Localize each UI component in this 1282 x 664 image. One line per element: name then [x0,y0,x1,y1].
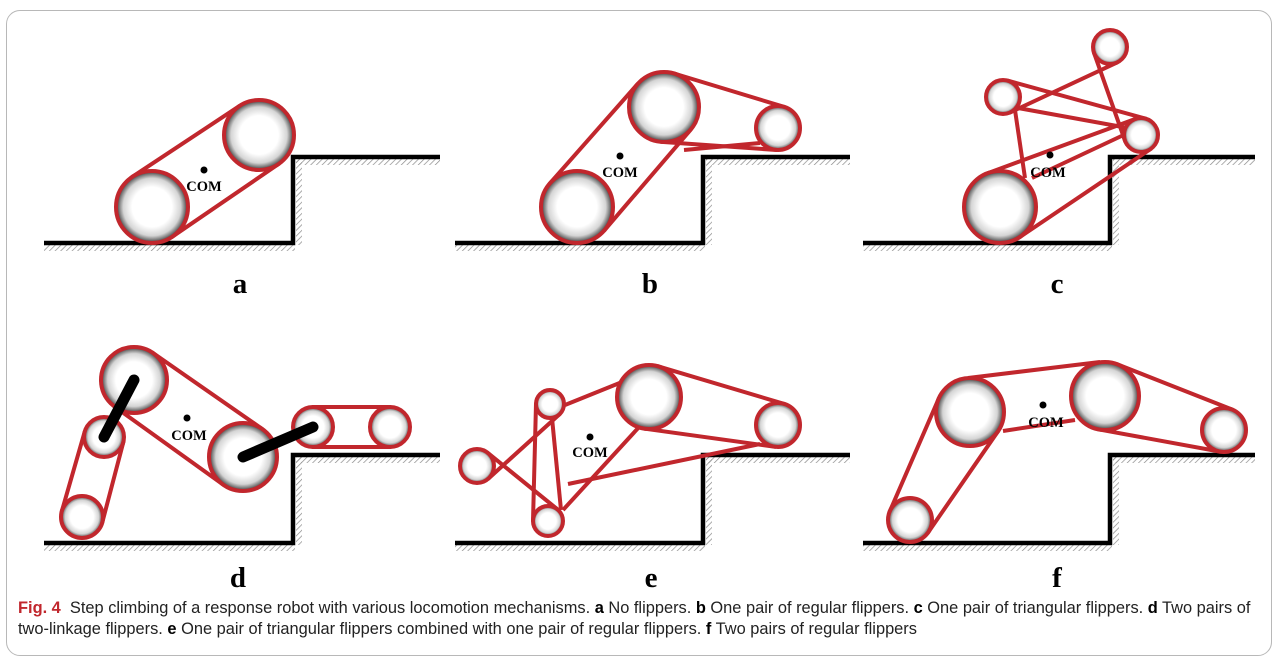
com-marker-d: COM [171,414,207,444]
robots [59,28,1248,544]
caption-item-f-text: Two pairs of regular flippers [715,620,917,638]
wheel [222,98,296,172]
flipper-link [98,374,140,443]
flipper-link [237,421,319,463]
wheel [615,363,683,431]
svg-text:COM: COM [1028,415,1064,431]
svg-text:COM: COM [572,445,608,461]
robot-f [886,360,1248,544]
caption-item-a-text: No flippers. [608,599,692,617]
caption-item-c-letter: c [913,599,923,617]
wheel [754,104,802,152]
svg-text:COM: COM [186,179,222,195]
caption-item-e-letter: e [167,620,177,638]
wheel [1200,406,1248,454]
figure-illustration: a b c d e f COM COM COM COM COM COM [44,28,1255,594]
caption-item-d-text: Two pairs of two-linkage flippers. [18,599,1251,638]
com-marker-a: COM [186,166,222,195]
robot-b [539,70,802,245]
robot-a [114,98,296,245]
wheel [1122,116,1160,154]
figure-caption: Fig. 4 Step climbing of a response robot… [18,598,1268,640]
com-marker-b: COM [602,152,638,181]
wheel [627,70,701,144]
caption-item-c-text: One pair of triangular flippers. [927,599,1144,617]
wheel [368,405,412,449]
robot-e [458,363,802,538]
caption-item-e-text: One pair of triangular flippers combined… [181,620,702,638]
robot-d [59,345,412,540]
panel-label-e: e [645,562,658,594]
panel-label-d: d [230,562,246,594]
wheel [458,447,496,485]
caption-item-a-letter: a [594,599,604,617]
wheel [1069,360,1141,432]
panel-label-f: f [1052,562,1062,594]
step-ground-a [44,154,440,251]
caption-item-b-letter: b [695,599,706,617]
svg-text:COM: COM [602,165,638,181]
step-ground-d [44,452,440,551]
step-ground-f [863,452,1255,551]
wheel [114,169,190,245]
wheel [531,504,565,538]
com-marker-e: COM [572,433,608,461]
wheel [934,376,1006,448]
wheel [1091,28,1129,66]
robot-c [962,28,1160,245]
caption-item-b-text: One pair of regular flippers. [710,599,910,617]
wheel [59,494,105,540]
wheel [962,169,1038,245]
wheel [754,401,802,449]
figure-number: Fig. 4 [18,599,61,617]
step-ground-b [455,154,850,251]
svg-text:COM: COM [1030,165,1066,181]
step-ground-e [455,452,850,551]
caption-intro: Step climbing of a response robot with v… [69,599,591,617]
wheel [886,496,934,544]
panel-label-b: b [642,268,658,300]
step-ground-c [863,154,1255,251]
caption-item-d-letter: d [1147,599,1158,617]
com-marker-f: COM [1028,401,1064,431]
wheel [534,388,566,420]
wheel [984,78,1022,116]
ground-steps [44,154,1255,551]
svg-text:COM: COM [171,428,207,444]
com-marker-c: COM [1030,151,1066,181]
panel-label-a: a [233,268,248,300]
caption-item-f-letter: f [705,620,712,638]
panel-label-c: c [1051,268,1064,300]
wheel [539,169,615,245]
